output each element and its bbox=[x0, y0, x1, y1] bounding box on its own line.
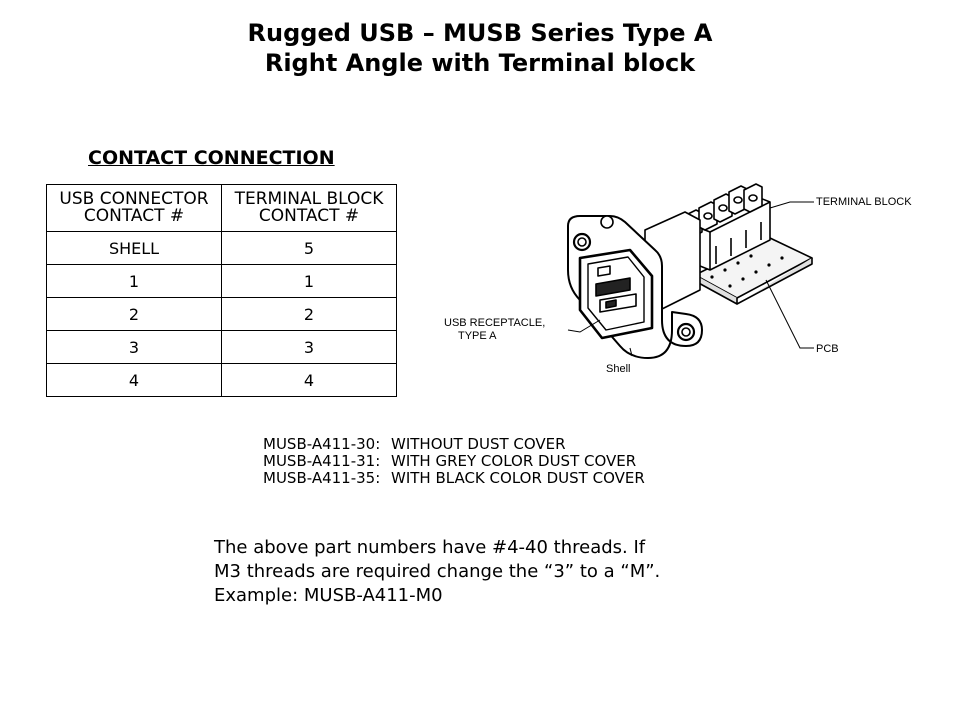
slide-title: Rugged USB – MUSB Series Type A Right An… bbox=[0, 18, 960, 78]
terminal-contact-cell: 2 bbox=[221, 297, 397, 331]
part-number-list: MUSB-A411-30: WITHOUT DUST COVER MUSB-A41… bbox=[263, 436, 645, 487]
connector-drawing: TERMINAL BLOCK USB RECEPTACLE, TYPE A PC… bbox=[444, 183, 912, 375]
title-line-2: Right Angle with Terminal block bbox=[264, 49, 696, 77]
table-row: 3 3 bbox=[46, 330, 397, 364]
terminal-block-header: TERMINAL BLOCK CONTACT # bbox=[221, 184, 397, 232]
shell-leader bbox=[629, 347, 633, 357]
part-number: MUSB-A411-31: bbox=[263, 452, 381, 470]
part-number: MUSB-A411-30: bbox=[263, 435, 381, 453]
part-number: MUSB-A411-35: bbox=[263, 469, 381, 487]
part-description: WITHOUT DUST COVER bbox=[391, 435, 566, 453]
part-description: WITH BLACK COLOR DUST COVER bbox=[391, 469, 645, 487]
table-header-row: USB CONNECTOR CONTACT # TERMINAL BLOCK C… bbox=[46, 184, 397, 232]
thread-note: The above part numbers have #4-40 thread… bbox=[214, 536, 660, 608]
usb-contact-cell: SHELL bbox=[46, 231, 222, 265]
note-line-2: M3 threads are required change the “3” t… bbox=[214, 561, 661, 582]
note-line-3: Example: MUSB-A411-M0 bbox=[214, 585, 443, 606]
contact-connection-table: USB CONNECTOR CONTACT # TERMINAL BLOCK C… bbox=[46, 184, 397, 397]
usb-receptacle-label-line-2: TYPE A bbox=[458, 330, 497, 342]
list-item: MUSB-A411-30: WITHOUT DUST COVER bbox=[263, 436, 645, 453]
terminal-contact-cell: 4 bbox=[221, 363, 397, 397]
terminal-block-label: TERMINAL BLOCK bbox=[816, 196, 912, 208]
list-item: MUSB-A411-31: WITH GREY COLOR DUST COVER bbox=[263, 453, 645, 470]
table-row: 2 2 bbox=[46, 297, 397, 331]
table-row: SHELL 5 bbox=[46, 231, 397, 265]
terminal-block-leader bbox=[769, 201, 814, 209]
note-line-1: The above part numbers have #4-40 thread… bbox=[214, 537, 646, 558]
pcb-leader bbox=[765, 279, 814, 349]
pcb-label: PCB bbox=[816, 343, 839, 355]
usb-connector-header: USB CONNECTOR CONTACT # bbox=[46, 184, 222, 232]
contact-connection-heading: CONTACT CONNECTION bbox=[88, 147, 335, 169]
usb-contact-cell: 4 bbox=[46, 363, 222, 397]
table-row: 1 1 bbox=[46, 264, 397, 298]
terminal-contact-cell: 5 bbox=[221, 231, 397, 265]
usb-receptacle-leader bbox=[567, 319, 601, 333]
list-item: MUSB-A411-35: WITH BLACK COLOR DUST COVER bbox=[263, 470, 645, 487]
terminal-contact-cell: 3 bbox=[221, 330, 397, 364]
usb-contact-cell: 2 bbox=[46, 297, 222, 331]
terminal-contact-cell: 1 bbox=[221, 264, 397, 298]
usb-receptacle-label-line-1: USB RECEPTACLE, bbox=[444, 317, 545, 329]
usb-contact-cell: 1 bbox=[46, 264, 222, 298]
table-row: 4 4 bbox=[46, 363, 397, 397]
title-line-1: Rugged USB – MUSB Series Type A bbox=[247, 19, 713, 47]
shell-label: Shell bbox=[606, 363, 630, 375]
part-description: WITH GREY COLOR DUST COVER bbox=[391, 452, 637, 470]
usb-contact-cell: 3 bbox=[46, 330, 222, 364]
